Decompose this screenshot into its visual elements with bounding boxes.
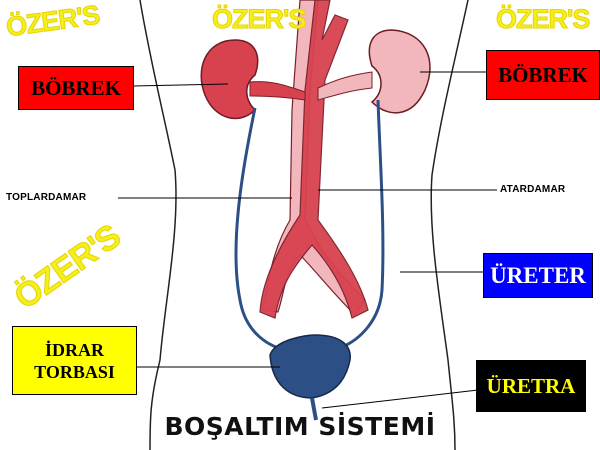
label-urethra: ÜRETRA <box>476 360 586 412</box>
label-artery: ATARDAMAR <box>500 184 566 195</box>
pointer-kidney-left <box>132 83 229 87</box>
label-kidney-left: BÖBREK <box>18 66 134 110</box>
bladder <box>269 334 351 399</box>
ureter-right <box>339 99 385 350</box>
watermark-top-center: ÖZER'S <box>211 4 306 35</box>
kidney-left <box>200 39 259 120</box>
body-outline-left <box>139 0 177 450</box>
label-bladder: İDRAR TORBASI <box>12 326 137 395</box>
renal-vessel-right <box>317 71 373 101</box>
label-vein: TOPLARDAMAR <box>6 192 87 203</box>
aorta <box>259 0 369 319</box>
kidney-right <box>368 29 431 114</box>
watermark-top-right: ÖZER'S <box>495 4 590 35</box>
label-kidney-right: BÖBREK <box>486 50 600 100</box>
label-bladder-line2: TORBASI <box>34 361 115 382</box>
label-bladder-line1: İDRAR <box>44 339 104 360</box>
diagram-title: BOŞALTIM SİSTEMİ <box>164 412 436 441</box>
body-outline-right <box>430 0 469 450</box>
renal-vessel-left <box>249 81 306 101</box>
label-ureter: ÜRETER <box>483 253 593 298</box>
pointer-urethra <box>321 389 479 409</box>
ureter-left <box>234 107 286 352</box>
urethra <box>310 397 318 421</box>
